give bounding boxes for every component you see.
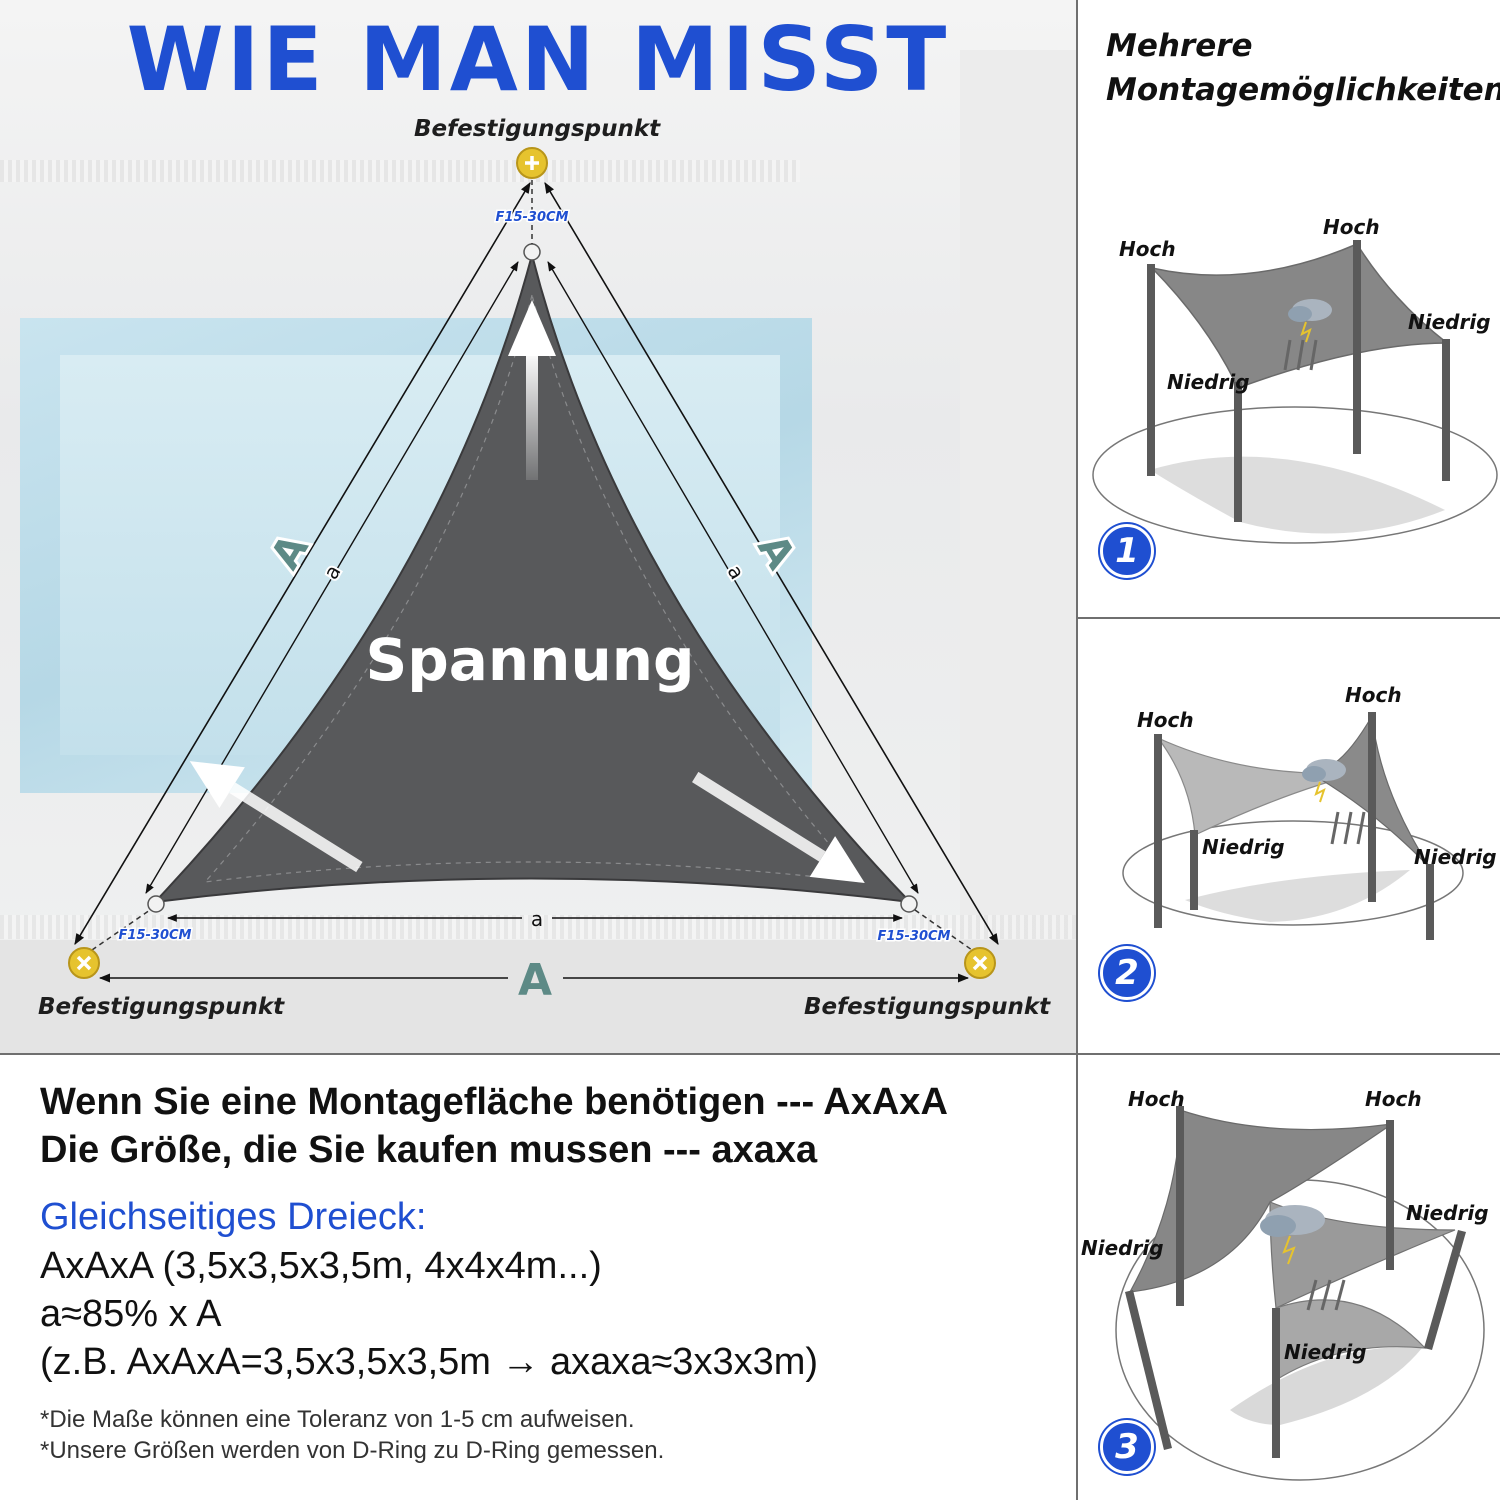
- wind-arrows-icon-2: [1330, 811, 1366, 845]
- divider-side-1: [1078, 617, 1500, 619]
- dist-label-top: F15-30CM: [496, 210, 569, 225]
- inner-line-right: [547, 261, 919, 894]
- info-purchase-size: Die Größe, die Sie kaufen mussen --- axa…: [40, 1129, 818, 1171]
- info-detail-example: (z.B. AxAxA=3,5x3,5x3,5m → axaxa≈3x3x3m): [40, 1341, 819, 1383]
- option-1-label-low-right: Niedrig: [1408, 310, 1491, 334]
- info-mounting-area: Wenn Sie eine Montagefläche benötigen --…: [40, 1081, 948, 1123]
- tension-arrow-right: [692, 771, 865, 883]
- fix-point-right-icon: [964, 947, 996, 979]
- wind-arrows-icon-1: [1283, 339, 1318, 371]
- option-3-label-high-right: Hoch: [1365, 1087, 1422, 1111]
- option-2-label-high-right: Hoch: [1345, 683, 1402, 707]
- option-2-label-low-left: Niedrig: [1202, 835, 1285, 859]
- tension-arrow-left: [189, 761, 363, 873]
- outer-side-left-label: A: [262, 527, 317, 577]
- storm-cloud-icon-1: [1288, 299, 1332, 343]
- triangle-diagram: Spannung F15-30CM F15-30CM F15-30CM A A …: [68, 147, 999, 1006]
- dist-label-right: F15-30CM: [878, 929, 951, 944]
- option-2-badge: 2: [1100, 946, 1154, 1000]
- d-ring-top: [523, 243, 541, 261]
- d-ring-right: [900, 895, 918, 913]
- storm-cloud-icon-2: [1302, 759, 1346, 803]
- page-title: WIE MAN MISST: [126, 8, 950, 111]
- fix-point-top-icon: [516, 147, 548, 179]
- option-2-label-low-right: Niedrig: [1414, 845, 1497, 869]
- heading-line-2: Montagemöglichkeiten: [1106, 72, 1500, 108]
- inner-side-right-label: a: [723, 561, 750, 584]
- shade-sail: [152, 251, 913, 904]
- note-tolerance: *Die Maße können eine Toleranz von 1-5 c…: [40, 1406, 635, 1433]
- tension-arrow-up: [508, 300, 556, 480]
- option-3-label-low-center: Niedrig: [1284, 1340, 1367, 1364]
- background-floor: [0, 940, 1076, 1053]
- inner-side-bottom-label: a: [531, 907, 543, 931]
- info-subheading: Gleichseitiges Dreieck:: [40, 1196, 427, 1238]
- d-ring-left: [147, 895, 165, 913]
- mounting-option-2: [1122, 712, 1464, 940]
- mounting-options-heading: Mehrere Montagemöglichkeiten: [1106, 24, 1500, 112]
- inner-side-left-label: a: [319, 561, 346, 584]
- fix-point-left-label: Befestigungspunkt: [38, 994, 285, 1020]
- option-1-badge: 1: [1100, 524, 1154, 578]
- connector-left: [91, 909, 151, 951]
- background-railing-top: [0, 160, 800, 182]
- option-1-label-low-left: Niedrig: [1167, 370, 1250, 394]
- tension-label: Spannung: [365, 626, 694, 694]
- option-3-badge: 3: [1100, 1420, 1154, 1474]
- option-3-label-high-left: Hoch: [1128, 1087, 1185, 1111]
- divider-main-bottom: [0, 1053, 1500, 1055]
- outer-side-right-label: A: [748, 527, 803, 577]
- option-3-label-low-left: Niedrig: [1081, 1236, 1164, 1260]
- fix-point-top-label: Befestigungspunkt: [414, 116, 661, 142]
- size-info: Wenn Sie eine Montagefläche benötigen --…: [40, 1078, 1060, 1466]
- notes: *Die Maße können eine Toleranz von 1-5 c…: [40, 1404, 1060, 1466]
- option-3-label-low-right: Niedrig: [1406, 1201, 1489, 1225]
- vertical-divider: [1076, 0, 1078, 1500]
- connector-right: [914, 909, 973, 951]
- outer-side-bottom-label: A: [518, 955, 552, 1006]
- measure-panel: Spannung F15-30CM F15-30CM F15-30CM A A …: [0, 0, 1076, 1053]
- dist-label-left: F15-30CM: [119, 928, 192, 943]
- heading-line-1: Mehrere: [1106, 28, 1253, 64]
- mounting-option-1: [1092, 240, 1498, 544]
- wind-arrows-icon-3: [1306, 1279, 1346, 1311]
- fix-point-right-label: Befestigungspunkt: [804, 994, 1051, 1020]
- info-detail-ratio: a≈85% x A: [40, 1293, 222, 1335]
- fix-point-left-icon: [68, 947, 100, 979]
- note-measurement: *Unsere Größen werden von D-Ring zu D-Ri…: [40, 1437, 665, 1464]
- option-2-label-high-left: Hoch: [1137, 708, 1194, 732]
- mounting-option-3: [1115, 1106, 1485, 1481]
- option-1-label-high-left: Hoch: [1119, 237, 1176, 261]
- sail-2a: [1157, 737, 1366, 836]
- option-1-label-high-right: Hoch: [1323, 215, 1380, 239]
- info-detail-sizes: AxAxA (3,5x3,5x3,5m, 4x4x4m...): [40, 1245, 602, 1287]
- storm-cloud-icon-3: [1260, 1205, 1325, 1265]
